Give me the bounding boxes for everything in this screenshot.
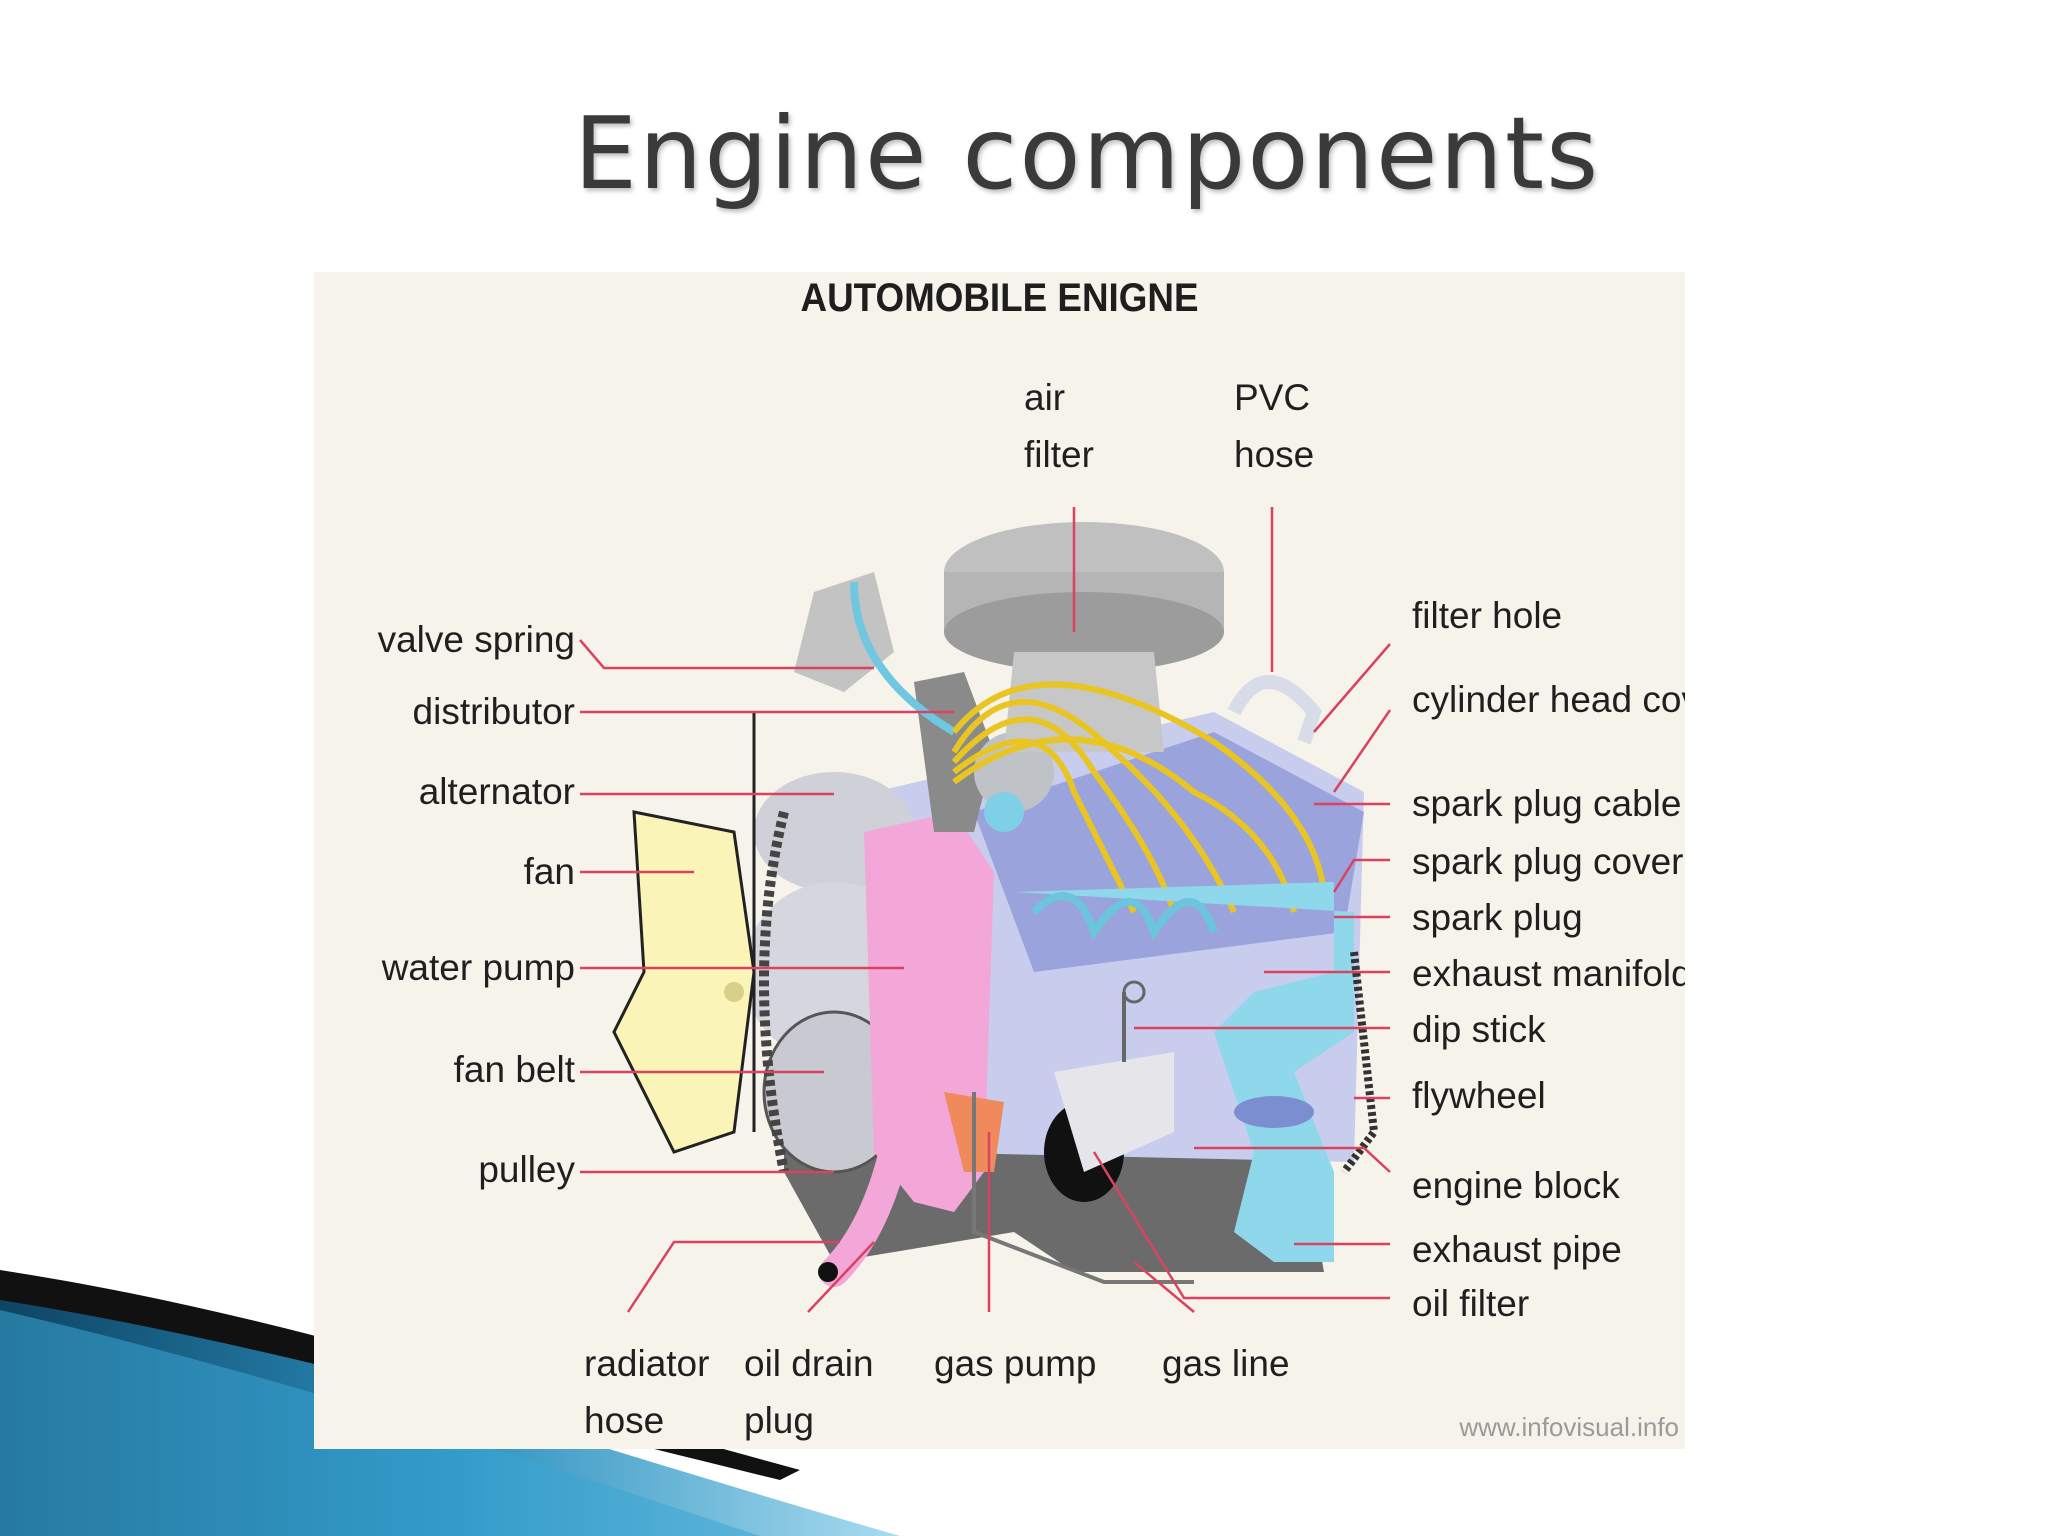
valve-spring-shape xyxy=(794,572,894,692)
label-valve-spring: valve spring xyxy=(377,619,575,660)
slide-title: Engine components xyxy=(573,95,1601,212)
fan-shape xyxy=(612,810,756,1154)
label-pulley: pulley xyxy=(478,1149,575,1190)
leader-line-cylinder-head-cover xyxy=(1332,709,1392,793)
label-distributor: distributor xyxy=(412,691,575,732)
pvc-hose-shape xyxy=(1227,675,1322,745)
label-exhaust-pipe: exhaust pipe xyxy=(1412,1229,1622,1270)
leader-line-radiator-hose xyxy=(626,1240,840,1313)
label-alternator: alternator xyxy=(418,771,575,812)
engine-illustration xyxy=(579,507,1392,1313)
label-engine-block: engine block xyxy=(1412,1165,1620,1206)
label-air-filter: air filter xyxy=(1024,377,1094,475)
leader-line-oil-drain-plug xyxy=(807,1241,875,1313)
engine-diagram-panel: AUTOMOBILE ENIGNE air filter PVC hose va… xyxy=(314,272,1685,1449)
diagram-title: AUTOMOBILE ENIGNE xyxy=(800,276,1199,320)
label-spark-plug: spark plug xyxy=(1412,897,1583,938)
leader-line-engine-block xyxy=(1194,1146,1391,1173)
label-water-pump: water pump xyxy=(381,947,575,988)
label-radiator-hose: radiator hose xyxy=(584,1343,710,1441)
label-spark-plug-cover: spark plug cover xyxy=(1412,841,1684,882)
leader-line-oil-filter xyxy=(1092,1151,1390,1300)
label-spark-plug-cable: spark plug cable xyxy=(1412,783,1682,824)
label-fan: fan xyxy=(523,851,575,892)
source-credit: www.infovisual.info xyxy=(1459,1412,1679,1442)
exhaust-clamp-shape xyxy=(1234,1096,1314,1128)
leader-line-filter-hole xyxy=(1313,643,1391,733)
label-dip-stick: dip stick xyxy=(1412,1009,1546,1050)
leader-line-valve-spring xyxy=(579,639,874,670)
label-pvc-hose: PVC hose xyxy=(1234,377,1315,475)
label-cylinder-head-cover: cylinder head cover xyxy=(1412,679,1685,720)
leader-line-spark-plug-cover xyxy=(1332,858,1390,893)
label-fan-belt: fan belt xyxy=(453,1049,575,1090)
exhaust-manifold-shape xyxy=(1014,882,1354,1262)
label-filter-hole: filter hole xyxy=(1412,595,1563,636)
gas-line-shape xyxy=(972,1092,1194,1284)
spark-plug-cables-shape xyxy=(951,681,1327,914)
label-flywheel: flywheel xyxy=(1412,1075,1546,1116)
fan-belt-shape xyxy=(759,810,789,1173)
label-gas-line: gas line xyxy=(1162,1343,1290,1384)
leader-lines xyxy=(579,507,1392,1313)
radiator-hose-shape xyxy=(819,1137,909,1287)
label-gas-pump: gas pump xyxy=(934,1343,1097,1384)
label-exhaust-manifold: exhaust manifold xyxy=(1412,953,1685,994)
label-oil-filter: oil filter xyxy=(1412,1283,1530,1324)
label-oil-drain-plug: oil drain plug xyxy=(744,1343,874,1441)
leader-line-gas-line xyxy=(1133,1261,1195,1313)
